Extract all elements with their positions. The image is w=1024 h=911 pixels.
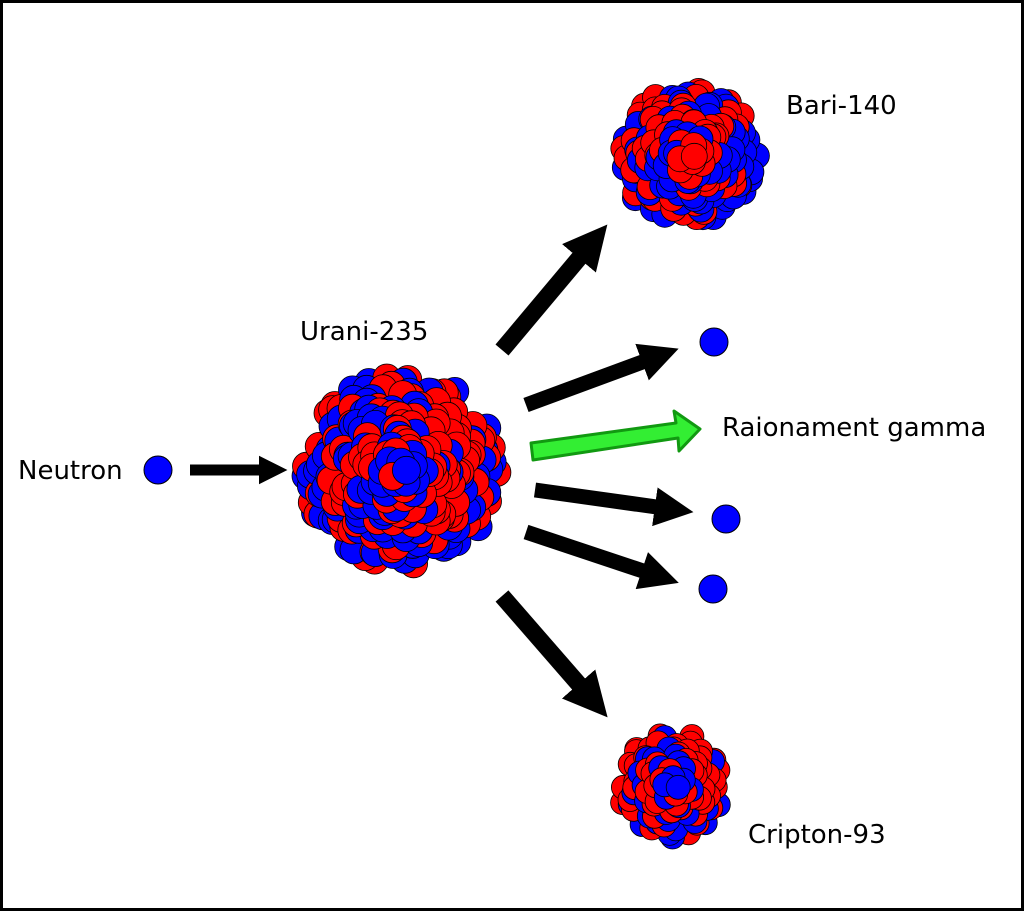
gamma-label: Raionament gamma [722,413,986,443]
uranium-nucleus [291,363,512,579]
krypton-nucleus [610,723,731,850]
arrow-to-neutron-2 [533,482,694,527]
arrow-to-krypton [495,590,608,718]
incoming-neutron [143,455,173,485]
gamma-ray-arrow [529,409,702,462]
krypton-neutron [665,774,691,800]
arrow-to-barium [495,224,608,356]
emitted-neutron-3 [698,574,728,604]
uranium-label: Urani-235 [300,317,428,347]
barium-proton [680,142,708,170]
neutron-label: Neutron [18,456,123,486]
barium-nucleus [610,78,770,231]
emitted-neutron-2 [711,504,741,534]
barium-label: Bari-140 [786,91,897,121]
emitted-neutron-1 [699,327,729,357]
arrow-to-neutron-3 [523,524,679,590]
uranium-neutron [391,455,421,485]
arrow-to-neutron-1 [523,343,679,413]
krypton-label: Cripton-93 [748,820,886,850]
